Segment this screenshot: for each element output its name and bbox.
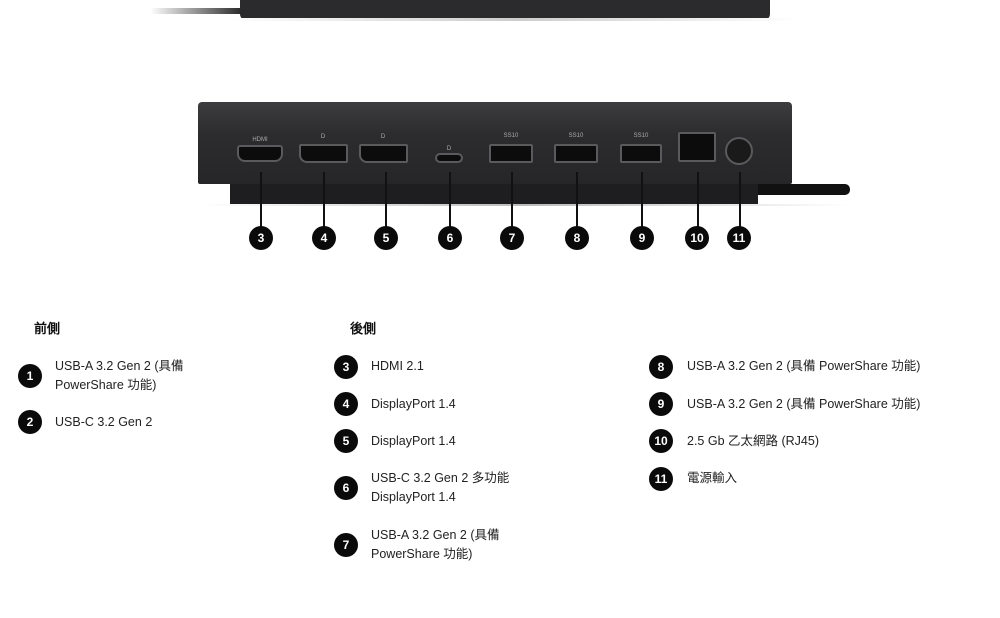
usb-a-port xyxy=(489,144,533,163)
item-number: 2 xyxy=(18,410,42,434)
callout-11: 11 xyxy=(727,226,751,250)
item-label: 電源輸入 xyxy=(687,471,738,485)
usb-label: SS10 xyxy=(503,133,519,139)
item-number: 5 xyxy=(334,429,358,453)
item-number: 11 xyxy=(649,467,673,491)
rj45-port xyxy=(678,132,716,162)
callout-9: 9 xyxy=(630,226,654,250)
displayport-port xyxy=(299,144,348,163)
top-device-cable xyxy=(150,8,245,14)
callout-10: 10 xyxy=(685,226,709,250)
callout-7: 7 xyxy=(500,226,524,250)
usb-a-port xyxy=(620,144,662,163)
dc-power-port xyxy=(725,137,753,165)
hdmi-port xyxy=(237,145,283,162)
item-label: 2.5 Gb 乙太網路 (RJ45) xyxy=(687,434,819,448)
usb-c-port xyxy=(435,153,463,163)
dp-label: D xyxy=(446,146,452,152)
callout-3: 3 xyxy=(249,226,273,250)
top-device-image xyxy=(240,0,770,20)
item-label: DisplayPort 1.4 xyxy=(371,397,456,411)
usb-label: SS10 xyxy=(633,133,649,139)
item-number: 1 xyxy=(18,364,42,388)
callout-8: 8 xyxy=(565,226,589,250)
callout-4: 4 xyxy=(312,226,336,250)
dp-label: D xyxy=(380,134,386,140)
item-number: 3 xyxy=(334,355,358,379)
item-number: 9 xyxy=(649,392,673,416)
item-number: 10 xyxy=(649,429,673,453)
item-number: 6 xyxy=(334,476,358,500)
floor-shadow xyxy=(200,204,850,206)
item-number: 7 xyxy=(334,533,358,557)
callout-5: 5 xyxy=(374,226,398,250)
hdmi-label: HDMI xyxy=(252,137,268,143)
item-label: USB-A 3.2 Gen 2 (具備 PowerShare 功能) xyxy=(687,359,921,373)
dock-base xyxy=(230,183,758,205)
top-device-shadow xyxy=(230,18,800,21)
callout-6: 6 xyxy=(438,226,462,250)
usb-a-port xyxy=(554,144,598,163)
power-cable xyxy=(700,184,850,195)
item-number: 8 xyxy=(649,355,673,379)
item-label: USB-C 3.2 Gen 2 xyxy=(55,415,153,429)
item-label: DisplayPort 1.4 xyxy=(371,434,456,448)
dp-label: D xyxy=(320,134,326,140)
item-label: HDMI 2.1 xyxy=(371,359,424,373)
displayport-port xyxy=(359,144,408,163)
item-number: 4 xyxy=(334,392,358,416)
item-label: USB-A 3.2 Gen 2 (具備 PowerShare 功能) xyxy=(687,397,921,411)
back-heading: 後側 xyxy=(350,321,377,336)
front-heading: 前側 xyxy=(34,321,61,336)
usb-label: SS10 xyxy=(568,133,584,139)
